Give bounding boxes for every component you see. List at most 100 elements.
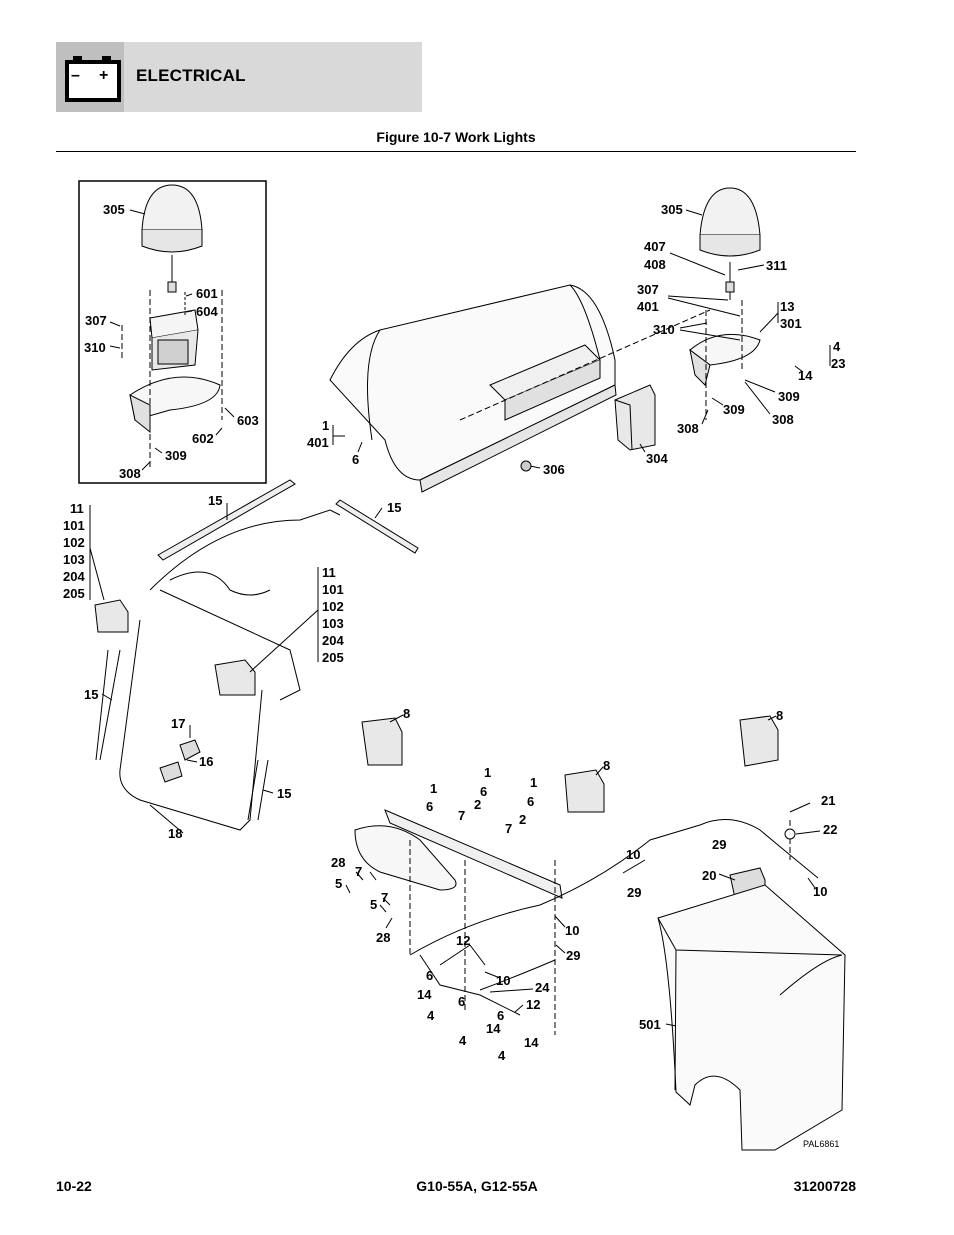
battery-plus-symbol: + bbox=[99, 67, 108, 84]
callout-label: 101 bbox=[322, 582, 344, 597]
callout-label: 14 bbox=[486, 1021, 501, 1036]
callout-label: 307 bbox=[637, 282, 659, 297]
callout-label: 10 bbox=[813, 884, 827, 899]
callout-label: 8 bbox=[403, 706, 410, 721]
callout-label: 6 bbox=[497, 1008, 504, 1023]
callout-label: 23 bbox=[831, 356, 845, 371]
callout-label: 11 bbox=[322, 565, 336, 580]
callout-label: 603 bbox=[237, 413, 259, 428]
lower-assembly-drawing bbox=[345, 714, 846, 1151]
callout-label: 6 bbox=[480, 784, 487, 799]
callout-label: 8 bbox=[603, 758, 610, 773]
figure-title: Figure 10-7 Work Lights bbox=[376, 129, 536, 145]
callout-label: 22 bbox=[823, 822, 837, 837]
callout-labels: 305 601 604 307 310 603 602 309 308 305 … bbox=[63, 202, 845, 1149]
callout-label: 604 bbox=[196, 304, 218, 319]
callout-label: 7 bbox=[355, 864, 362, 879]
callout-label: 601 bbox=[196, 286, 218, 301]
callout-label: 307 bbox=[85, 313, 107, 328]
callout-label: 1 bbox=[484, 765, 491, 780]
callout-label: 14 bbox=[798, 368, 813, 383]
callout-label: 6 bbox=[426, 968, 433, 983]
callout-label: 4 bbox=[427, 1008, 435, 1023]
callout-label: 301 bbox=[780, 316, 802, 331]
battery-icon-box: – + bbox=[56, 42, 124, 112]
callout-label: 1 bbox=[530, 775, 537, 790]
callout-label: 28 bbox=[331, 855, 345, 870]
callout-label: 103 bbox=[63, 552, 85, 567]
callout-label: 407 bbox=[644, 239, 666, 254]
callout-label: 304 bbox=[646, 451, 668, 466]
callout-label: 2 bbox=[519, 812, 526, 827]
callout-label: 4 bbox=[459, 1033, 467, 1048]
callout-label: 29 bbox=[627, 885, 641, 900]
model-numbers: G10-55A, G12-55A bbox=[416, 1178, 538, 1194]
callout-label: 4 bbox=[833, 339, 841, 354]
callout-label: 6 bbox=[352, 452, 359, 467]
section-title: ELECTRICAL bbox=[136, 66, 246, 85]
callout-label: 5 bbox=[370, 897, 377, 912]
callout-label: 16 bbox=[199, 754, 213, 769]
callout-label: 8 bbox=[776, 708, 783, 723]
callout-label: 10 bbox=[565, 923, 579, 938]
callout-label: 4 bbox=[498, 1048, 506, 1063]
callout-label: 305 bbox=[661, 202, 683, 217]
callout-label: 15 bbox=[84, 687, 98, 702]
callout-label: 401 bbox=[307, 435, 329, 450]
callout-label: 14 bbox=[417, 987, 432, 1002]
callout-label: 1 bbox=[322, 418, 329, 433]
callout-label: 103 bbox=[322, 616, 344, 631]
callout-label: 101 bbox=[63, 518, 85, 533]
callout-label: 309 bbox=[723, 402, 745, 417]
callout-label: 401 bbox=[637, 299, 659, 314]
callout-label: 7 bbox=[458, 808, 465, 823]
battery-icon: – + bbox=[65, 56, 121, 102]
callout-label: 204 bbox=[63, 569, 85, 584]
overhead-guard-drawing bbox=[329, 187, 831, 493]
callout-label: 308 bbox=[772, 412, 794, 427]
callout-label: 6 bbox=[458, 994, 465, 1009]
battery-minus-symbol: – bbox=[71, 67, 80, 84]
callout-label: 28 bbox=[376, 930, 390, 945]
callout-label: 24 bbox=[535, 980, 550, 995]
callout-label: 6 bbox=[426, 799, 433, 814]
callout-label: 306 bbox=[543, 462, 565, 477]
callout-label: 602 bbox=[192, 431, 214, 446]
callout-label: 7 bbox=[381, 890, 388, 905]
callout-label: 15 bbox=[277, 786, 291, 801]
callout-label: 5 bbox=[335, 876, 342, 891]
callout-label: 12 bbox=[456, 933, 470, 948]
callout-label: 205 bbox=[63, 586, 85, 601]
figure-code: PAL6861 bbox=[803, 1139, 839, 1149]
callout-label: 309 bbox=[165, 448, 187, 463]
callout-label: 17 bbox=[171, 716, 185, 731]
callout-label: 308 bbox=[119, 466, 141, 481]
callout-label: 310 bbox=[84, 340, 106, 355]
callout-label: 204 bbox=[322, 633, 344, 648]
callout-label: 13 bbox=[780, 299, 794, 314]
callout-label: 14 bbox=[524, 1035, 539, 1050]
callout-label: 10 bbox=[626, 847, 640, 862]
callout-label: 1 bbox=[430, 781, 437, 796]
callout-label: 15 bbox=[387, 500, 401, 515]
callout-label: 205 bbox=[322, 650, 344, 665]
callout-label: 2 bbox=[474, 797, 481, 812]
callout-label: 29 bbox=[566, 948, 580, 963]
callout-label: 310 bbox=[653, 322, 675, 337]
callout-label: 20 bbox=[702, 868, 716, 883]
title-divider bbox=[56, 151, 856, 152]
document-number: 31200728 bbox=[793, 1178, 856, 1194]
page-number: 10-22 bbox=[56, 1178, 92, 1194]
callout-label: 311 bbox=[766, 258, 787, 273]
callout-label: 11 bbox=[70, 501, 84, 516]
inset-detail bbox=[78, 180, 267, 484]
callout-label: 12 bbox=[526, 997, 540, 1012]
callout-label: 308 bbox=[677, 421, 699, 436]
callout-label: 309 bbox=[778, 389, 800, 404]
callout-label: 15 bbox=[208, 493, 222, 508]
cab-frame-drawing bbox=[89, 479, 419, 834]
callout-label: 305 bbox=[103, 202, 125, 217]
callout-label: 6 bbox=[527, 794, 534, 809]
callout-label: 102 bbox=[322, 599, 344, 614]
